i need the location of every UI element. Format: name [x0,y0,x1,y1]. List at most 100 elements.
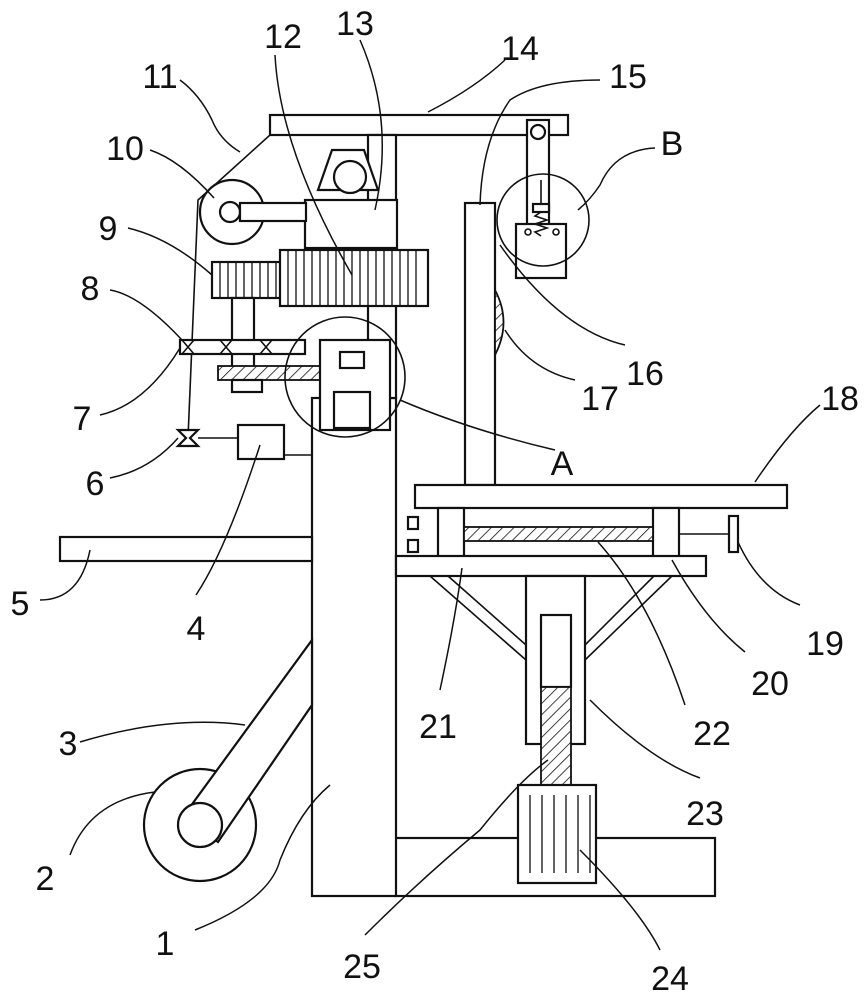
main-column [310,396,398,898]
tension-roller [175,428,201,448]
lift-motor [516,783,598,885]
vertical-guide-rod [463,201,497,487]
leader-4 [195,444,261,596]
leader-9 [127,227,213,276]
label-23: 23 [686,795,724,833]
small-motor [236,423,286,461]
label-20: 20 [751,665,789,703]
large-gear-teeth [287,250,417,306]
label-11: 11 [142,58,177,96]
leader-18 [754,404,821,483]
slider-top [338,350,366,370]
label-5: 5 [11,585,30,623]
detail-b-circle [496,173,590,267]
label-6: 6 [86,465,105,503]
spring-cap [531,202,551,214]
lift-screw [540,686,572,786]
spring-bolt-right [552,228,560,236]
leader-13 [359,39,384,211]
hand-wheel [727,514,740,554]
leader-22 [597,541,686,706]
detail-a-circle [284,316,406,438]
label-12: 12 [264,18,302,56]
leader-3 [79,721,246,743]
leader-23 [589,699,701,779]
label-24: 24 [651,960,689,998]
motor-fins [529,795,591,873]
leader-19 [737,541,801,606]
screw-nut [230,378,264,394]
bearing-marks [181,339,273,355]
label-8: 8 [81,270,100,308]
label-15: 15 [609,58,647,96]
label-16: 16 [626,355,664,393]
slider-block [332,390,372,430]
leader-11 [179,79,241,153]
leader-17 [504,329,576,381]
drive-belt [187,134,271,439]
guide-rod-pad [494,289,505,356]
leader-21 [439,567,463,691]
label-9: 9 [99,210,118,248]
label-17: 17 [581,380,619,418]
leader-15 [479,79,601,206]
pulley-arm [238,201,308,223]
label-18: 18 [821,380,859,418]
end-stop-top [406,515,420,531]
small-gear-teeth [219,262,277,298]
leader-20 [671,559,746,653]
large-gear [278,248,430,308]
wheel-hub [176,801,224,849]
table-slider-right [651,506,681,566]
label-detail-b: B [661,125,684,163]
label-14: 14 [501,30,539,68]
leader-a [399,399,556,451]
label-7: 7 [73,400,92,438]
label-21: 21 [419,708,457,746]
leader-25 [364,759,549,936]
label-10: 10 [106,130,144,168]
tension-pivot [529,123,547,141]
label-3: 3 [59,725,78,763]
cross-screw [463,526,654,542]
leader-24 [579,849,661,951]
spring-bolt-left [524,228,532,236]
label-13: 13 [336,5,374,43]
leader-10 [149,149,215,199]
left-brace-inner [447,575,527,646]
small-gear [210,260,288,300]
top-beam [268,113,570,137]
bearing-bar [178,338,307,356]
spring-icon [532,211,550,237]
left-brace [429,575,527,661]
upper-motor [303,198,399,250]
label-19: 19 [806,625,844,663]
leader-8 [109,289,183,341]
label-detail-a: A [551,445,574,483]
leader-7 [99,347,181,416]
label-4: 4 [187,610,206,648]
label-25: 25 [343,948,381,986]
leader-12 [274,54,353,276]
leader-5 [39,549,91,601]
tension-box [514,222,568,280]
label-22: 22 [693,715,731,753]
label-2: 2 [36,860,55,898]
sliding-base [394,554,708,578]
right-brace [584,575,673,661]
leader-2 [69,791,156,856]
end-stop-bottom [406,538,420,554]
side-shelf [58,535,314,563]
pulley-hub [218,200,242,224]
leader-1 [194,784,331,931]
motor-pulley [332,159,368,195]
worktable [413,483,789,510]
leader-16 [499,244,626,346]
label-1: 1 [156,925,175,963]
right-brace-inner [584,575,655,646]
leader-6 [109,437,179,479]
lift-rod [539,613,573,689]
leader-b [577,147,656,211]
leader-14 [427,59,506,113]
